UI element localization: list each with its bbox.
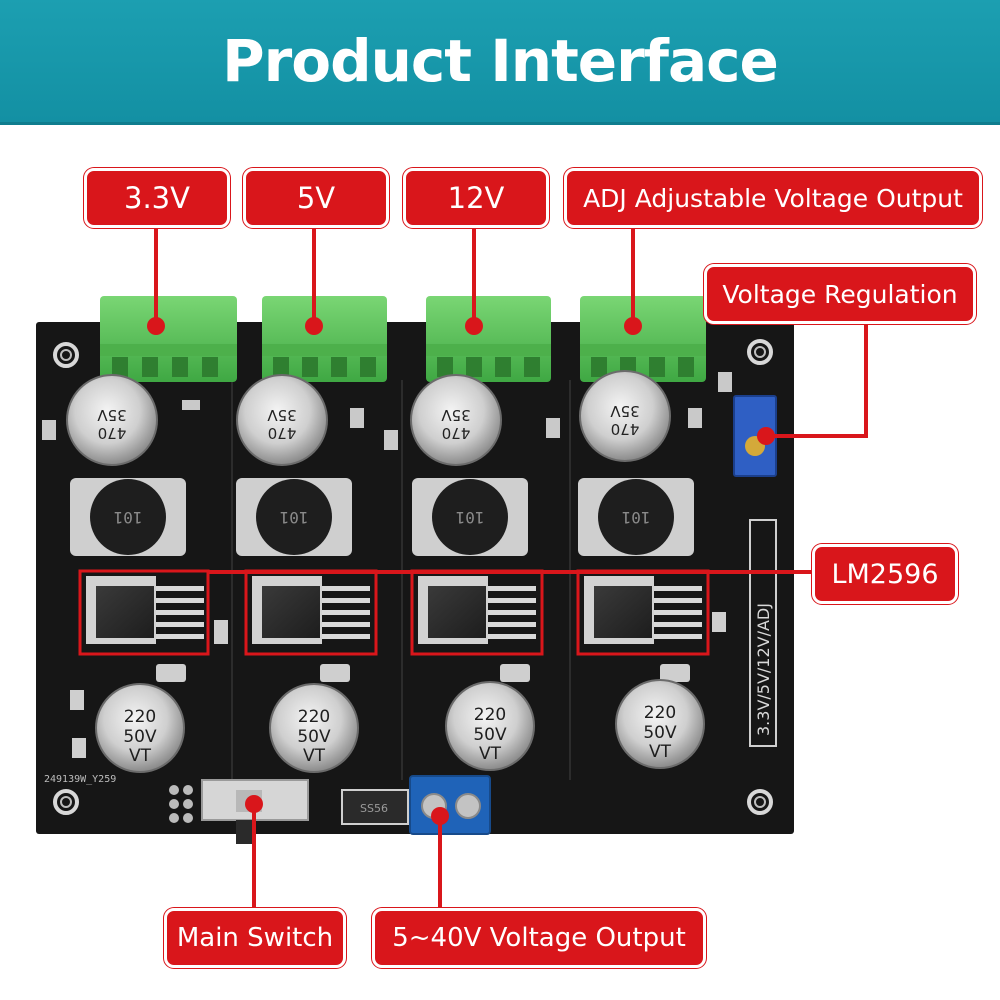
cap-label: VT (649, 742, 672, 762)
cap-label: 470 (442, 424, 471, 442)
label-input-voltage-text: 5~40V Voltage Output (392, 923, 686, 953)
cap-label: VT (303, 746, 326, 766)
cap-label: VT (129, 746, 152, 766)
page-title: Product Interface (222, 27, 779, 95)
cap-label: 35V (267, 406, 297, 424)
cap-label: 35V (610, 402, 640, 420)
label-12v-text: 12V (447, 181, 505, 215)
label-3v3-text: 3.3V (124, 181, 190, 215)
silkscreen-side-text: 3.3V/5V/12V/ADJ (754, 603, 773, 736)
blue-input-terminal (409, 775, 491, 835)
cap-label: 220 (644, 703, 676, 723)
cap-label: 50V (297, 727, 331, 747)
inductor-label: 101 (622, 508, 651, 527)
label-lm2596: LM2596 (812, 544, 958, 604)
label-5v-output: 5V (243, 168, 389, 228)
lm2596-chips (86, 576, 702, 644)
inductor-label: 101 (114, 508, 143, 527)
cap-label: 470 (98, 424, 127, 442)
cap-label: 470 (611, 420, 640, 438)
label-regulation-text: Voltage Regulation (722, 279, 958, 309)
label-main-switch-text: Main Switch (176, 923, 334, 953)
cap-label: 35V (97, 406, 127, 424)
silkscreen-code-text: 249139W_Y259 (44, 774, 116, 785)
label-3v3-output: 3.3V (84, 168, 230, 228)
title-banner: Product Interface (0, 0, 1000, 125)
mounting-holes (53, 339, 773, 815)
inductors (70, 478, 694, 556)
cap-label: 470 (268, 424, 297, 442)
label-lm2596-text: LM2596 (831, 558, 939, 590)
callout-dots (147, 317, 775, 825)
label-input-voltage: 5~40V Voltage Output (372, 908, 706, 968)
inductor-label: 101 (280, 508, 309, 527)
callout-lines (154, 222, 868, 914)
label-main-switch: Main Switch (164, 908, 346, 968)
green-terminal-blocks (100, 296, 706, 382)
bottom-capacitors (95, 679, 705, 773)
cap-label: 220 (124, 707, 156, 727)
label-adj-text: ADJ Adjustable Voltage Output (583, 183, 963, 213)
top-capacitors (66, 370, 671, 466)
cap-label: 50V (643, 723, 677, 743)
label-5v-text: 5V (296, 181, 336, 215)
label-voltage-regulation: Voltage Regulation (704, 264, 976, 324)
cap-label: 35V (441, 406, 471, 424)
inductor-label: 101 (456, 508, 485, 527)
cap-label: 50V (473, 725, 507, 745)
cap-label: 220 (474, 705, 506, 725)
label-adj-output: ADJ Adjustable Voltage Output (564, 168, 982, 228)
diode-label: SS56 (360, 802, 388, 815)
cap-label: 50V (123, 727, 157, 747)
label-12v-output: 12V (403, 168, 549, 228)
cap-label: VT (479, 744, 502, 764)
cap-label: 220 (298, 707, 330, 727)
